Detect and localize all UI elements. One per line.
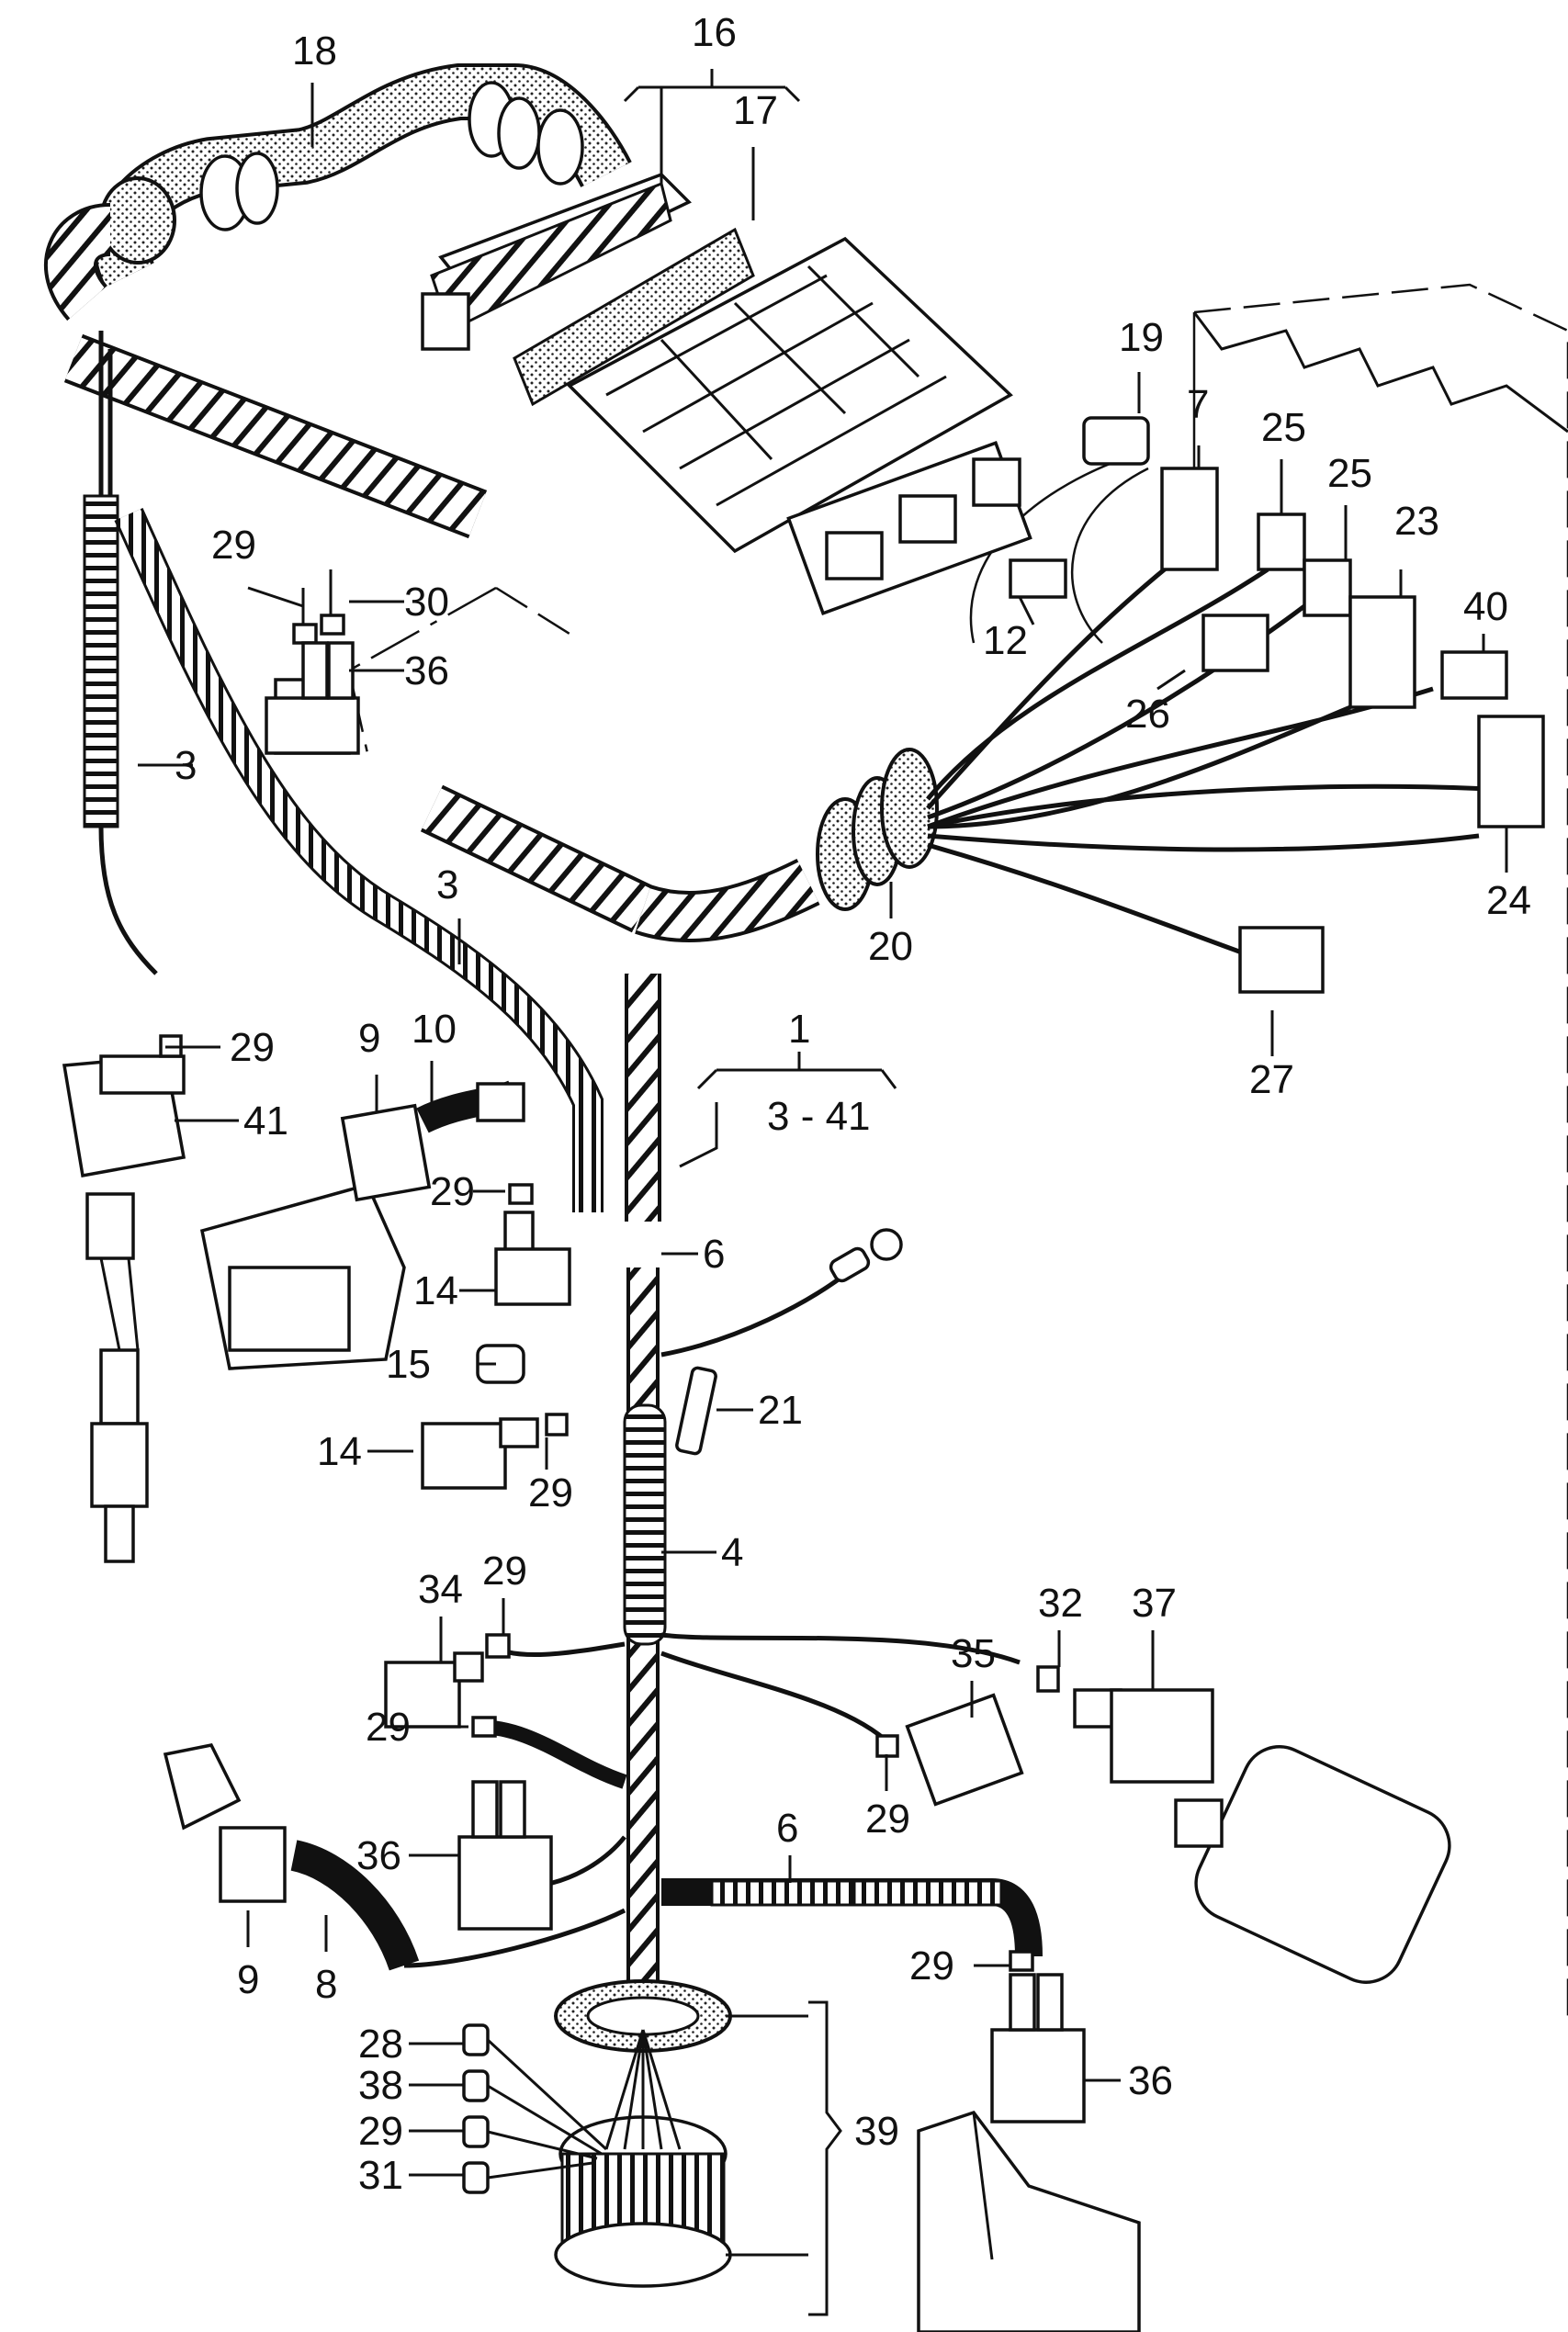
callout-29-41: 29 [230, 1025, 275, 1070]
harness-branch-3-diagonal [114, 508, 604, 1212]
callout-24: 24 [1486, 878, 1531, 923]
callout-labels: 18 16 17 19 7 25 25 23 40 12 26 24 29 30… [175, 10, 1531, 2198]
callout-32: 32 [1038, 1581, 1083, 1626]
right-fanout-wires [926, 448, 1507, 958]
callout-31: 31 [358, 2153, 403, 2198]
callout-25-lower: 25 [1327, 451, 1372, 496]
callout-36-mid: 36 [356, 1833, 401, 1878]
main-harness-trunk [44, 63, 820, 943]
left-components [62, 569, 406, 1563]
callout-15: 15 [386, 1342, 431, 1387]
callout-4: 4 [721, 1530, 743, 1575]
right-connectors [1009, 416, 1545, 994]
callout-9-upper: 9 [358, 1016, 380, 1061]
callout-17: 17 [733, 88, 778, 133]
callout-14-upper: 14 [413, 1268, 458, 1313]
middle-components [340, 1080, 571, 1490]
callout-20: 20 [868, 924, 913, 969]
callout-18: 18 [292, 28, 337, 73]
callout-16: 16 [692, 10, 737, 55]
grommet-39 [462, 1979, 842, 2316]
callout-8: 8 [315, 1962, 337, 2007]
central-trunk [623, 974, 903, 2021]
callout-34: 34 [418, 1567, 463, 1612]
callout-21: 21 [758, 1388, 803, 1433]
callout-3-left: 3 [175, 743, 197, 788]
callout-36-top: 36 [404, 648, 449, 693]
callout-30: 30 [404, 580, 449, 625]
callout-12: 12 [983, 618, 1028, 663]
grommet-20 [816, 748, 939, 911]
callout-14-lower: 14 [317, 1429, 362, 1474]
callout-10: 10 [412, 1007, 457, 1052]
callout-1: 1 [788, 1007, 810, 1052]
callout-29-34: 29 [482, 1549, 527, 1594]
callout-6-lower: 6 [776, 1806, 798, 1851]
callout-37: 37 [1132, 1581, 1177, 1626]
callout-35: 35 [951, 1631, 996, 1676]
callout-29-plug: 29 [358, 2109, 403, 2154]
callout-19: 19 [1119, 315, 1164, 360]
callout-29-35: 29 [865, 1797, 910, 1842]
callout-28: 28 [358, 2022, 403, 2067]
callout-3-mid: 3 [436, 862, 458, 907]
harness-branch-3-left [83, 331, 158, 975]
callout-29-14: 29 [430, 1169, 475, 1214]
callout-26: 26 [1125, 692, 1170, 737]
callout-7: 7 [1187, 382, 1209, 427]
callout-23: 23 [1394, 499, 1439, 544]
ecu-16-17 [421, 172, 1032, 615]
callout-39: 39 [854, 2109, 899, 2154]
callout-38: 38 [358, 2063, 403, 2108]
callout-40: 40 [1463, 584, 1508, 629]
callout-9-lower: 9 [237, 1957, 259, 2002]
callout-25-upper: 25 [1261, 405, 1306, 450]
callout-6-upper: 6 [703, 1232, 725, 1277]
callout-29-36low: 29 [909, 1943, 954, 1988]
leader-lines [138, 69, 1508, 2257]
callout-29-lower14: 29 [528, 1470, 573, 1515]
callout-27: 27 [1249, 1057, 1294, 1102]
lower-components [163, 1633, 1451, 2332]
callout-36-low: 36 [1128, 2058, 1173, 2103]
callout-29-top: 29 [211, 523, 256, 568]
callout-41: 41 [243, 1098, 288, 1143]
callout-29-36mid: 29 [366, 1705, 411, 1750]
callout-3-41: 3 - 41 [767, 1094, 871, 1139]
